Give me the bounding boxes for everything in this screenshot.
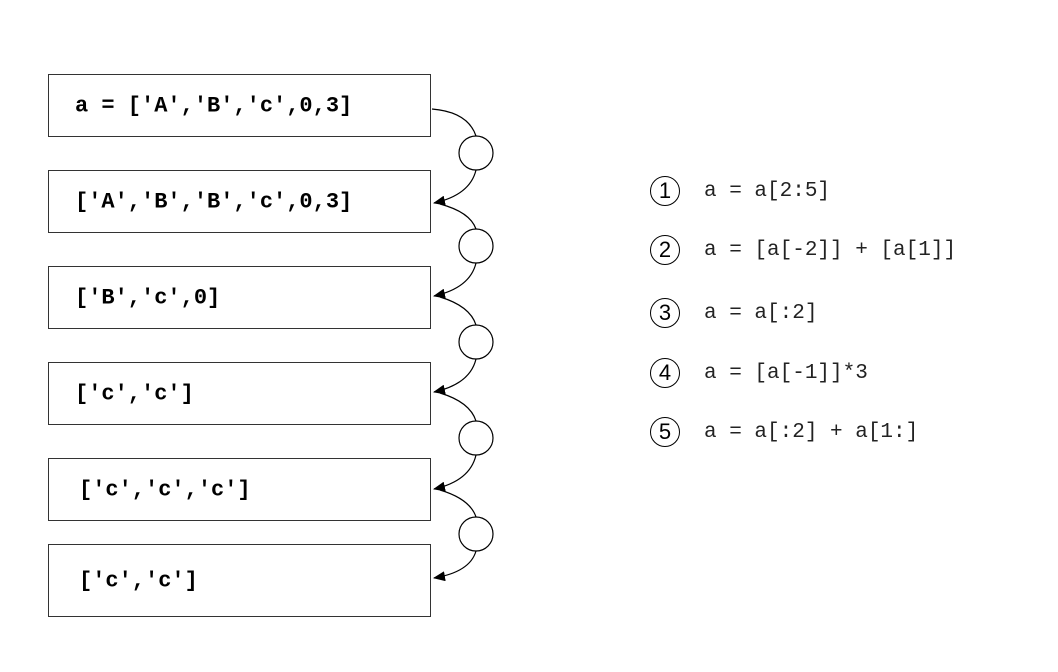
step-code: a = a[2:5] bbox=[704, 179, 831, 203]
step-code: a = a[:2] + a[1:] bbox=[704, 420, 919, 444]
step-5: 5 a = a[:2] + a[1:] bbox=[650, 415, 918, 449]
blank-step-circle[interactable] bbox=[458, 516, 494, 552]
state-text: ['c','c'] bbox=[79, 568, 198, 593]
step-number-badge: 1 bbox=[650, 176, 680, 206]
transition-3 bbox=[433, 296, 494, 395]
state-box-4: ['c','c','c'] bbox=[48, 458, 431, 521]
transition-2 bbox=[433, 203, 494, 299]
transition-4 bbox=[433, 392, 494, 492]
state-box-0: a = ['A','B','c',0,3] bbox=[48, 74, 431, 137]
step-number-badge: 4 bbox=[650, 358, 680, 388]
step-1: 1 a = a[2:5] bbox=[650, 174, 830, 208]
step-number-badge: 5 bbox=[650, 417, 680, 447]
state-box-1: ['A','B','B','c',0,3] bbox=[48, 170, 431, 233]
state-box-5: ['c','c'] bbox=[48, 544, 431, 617]
step-4: 4 a = [a[-1]]*3 bbox=[650, 356, 868, 390]
state-text: ['A','B','B','c',0,3] bbox=[75, 189, 353, 214]
step-code: a = a[:2] bbox=[704, 301, 818, 325]
state-text: a = ['A','B','c',0,3] bbox=[75, 93, 353, 118]
state-text: ['c','c','c'] bbox=[79, 477, 251, 502]
transition-5 bbox=[433, 489, 494, 582]
blank-step-circle[interactable] bbox=[458, 135, 494, 171]
step-number-badge: 2 bbox=[650, 235, 680, 265]
step-3: 3 a = a[:2] bbox=[650, 296, 817, 330]
blank-step-circle[interactable] bbox=[458, 324, 494, 360]
state-text: ['c','c'] bbox=[75, 381, 194, 406]
state-text: ['B','c',0] bbox=[75, 285, 221, 310]
state-box-3: ['c','c'] bbox=[48, 362, 431, 425]
step-number-badge: 3 bbox=[650, 298, 680, 328]
step-code: a = [a[-1]]*3 bbox=[704, 361, 868, 385]
step-code: a = [a[-2]] + [a[1]] bbox=[704, 238, 957, 262]
blank-step-circle[interactable] bbox=[458, 228, 494, 264]
state-box-2: ['B','c',0] bbox=[48, 266, 431, 329]
transition-1 bbox=[431, 108, 494, 206]
blank-step-circle[interactable] bbox=[458, 420, 494, 456]
step-2: 2 a = [a[-2]] + [a[1]] bbox=[650, 233, 956, 267]
